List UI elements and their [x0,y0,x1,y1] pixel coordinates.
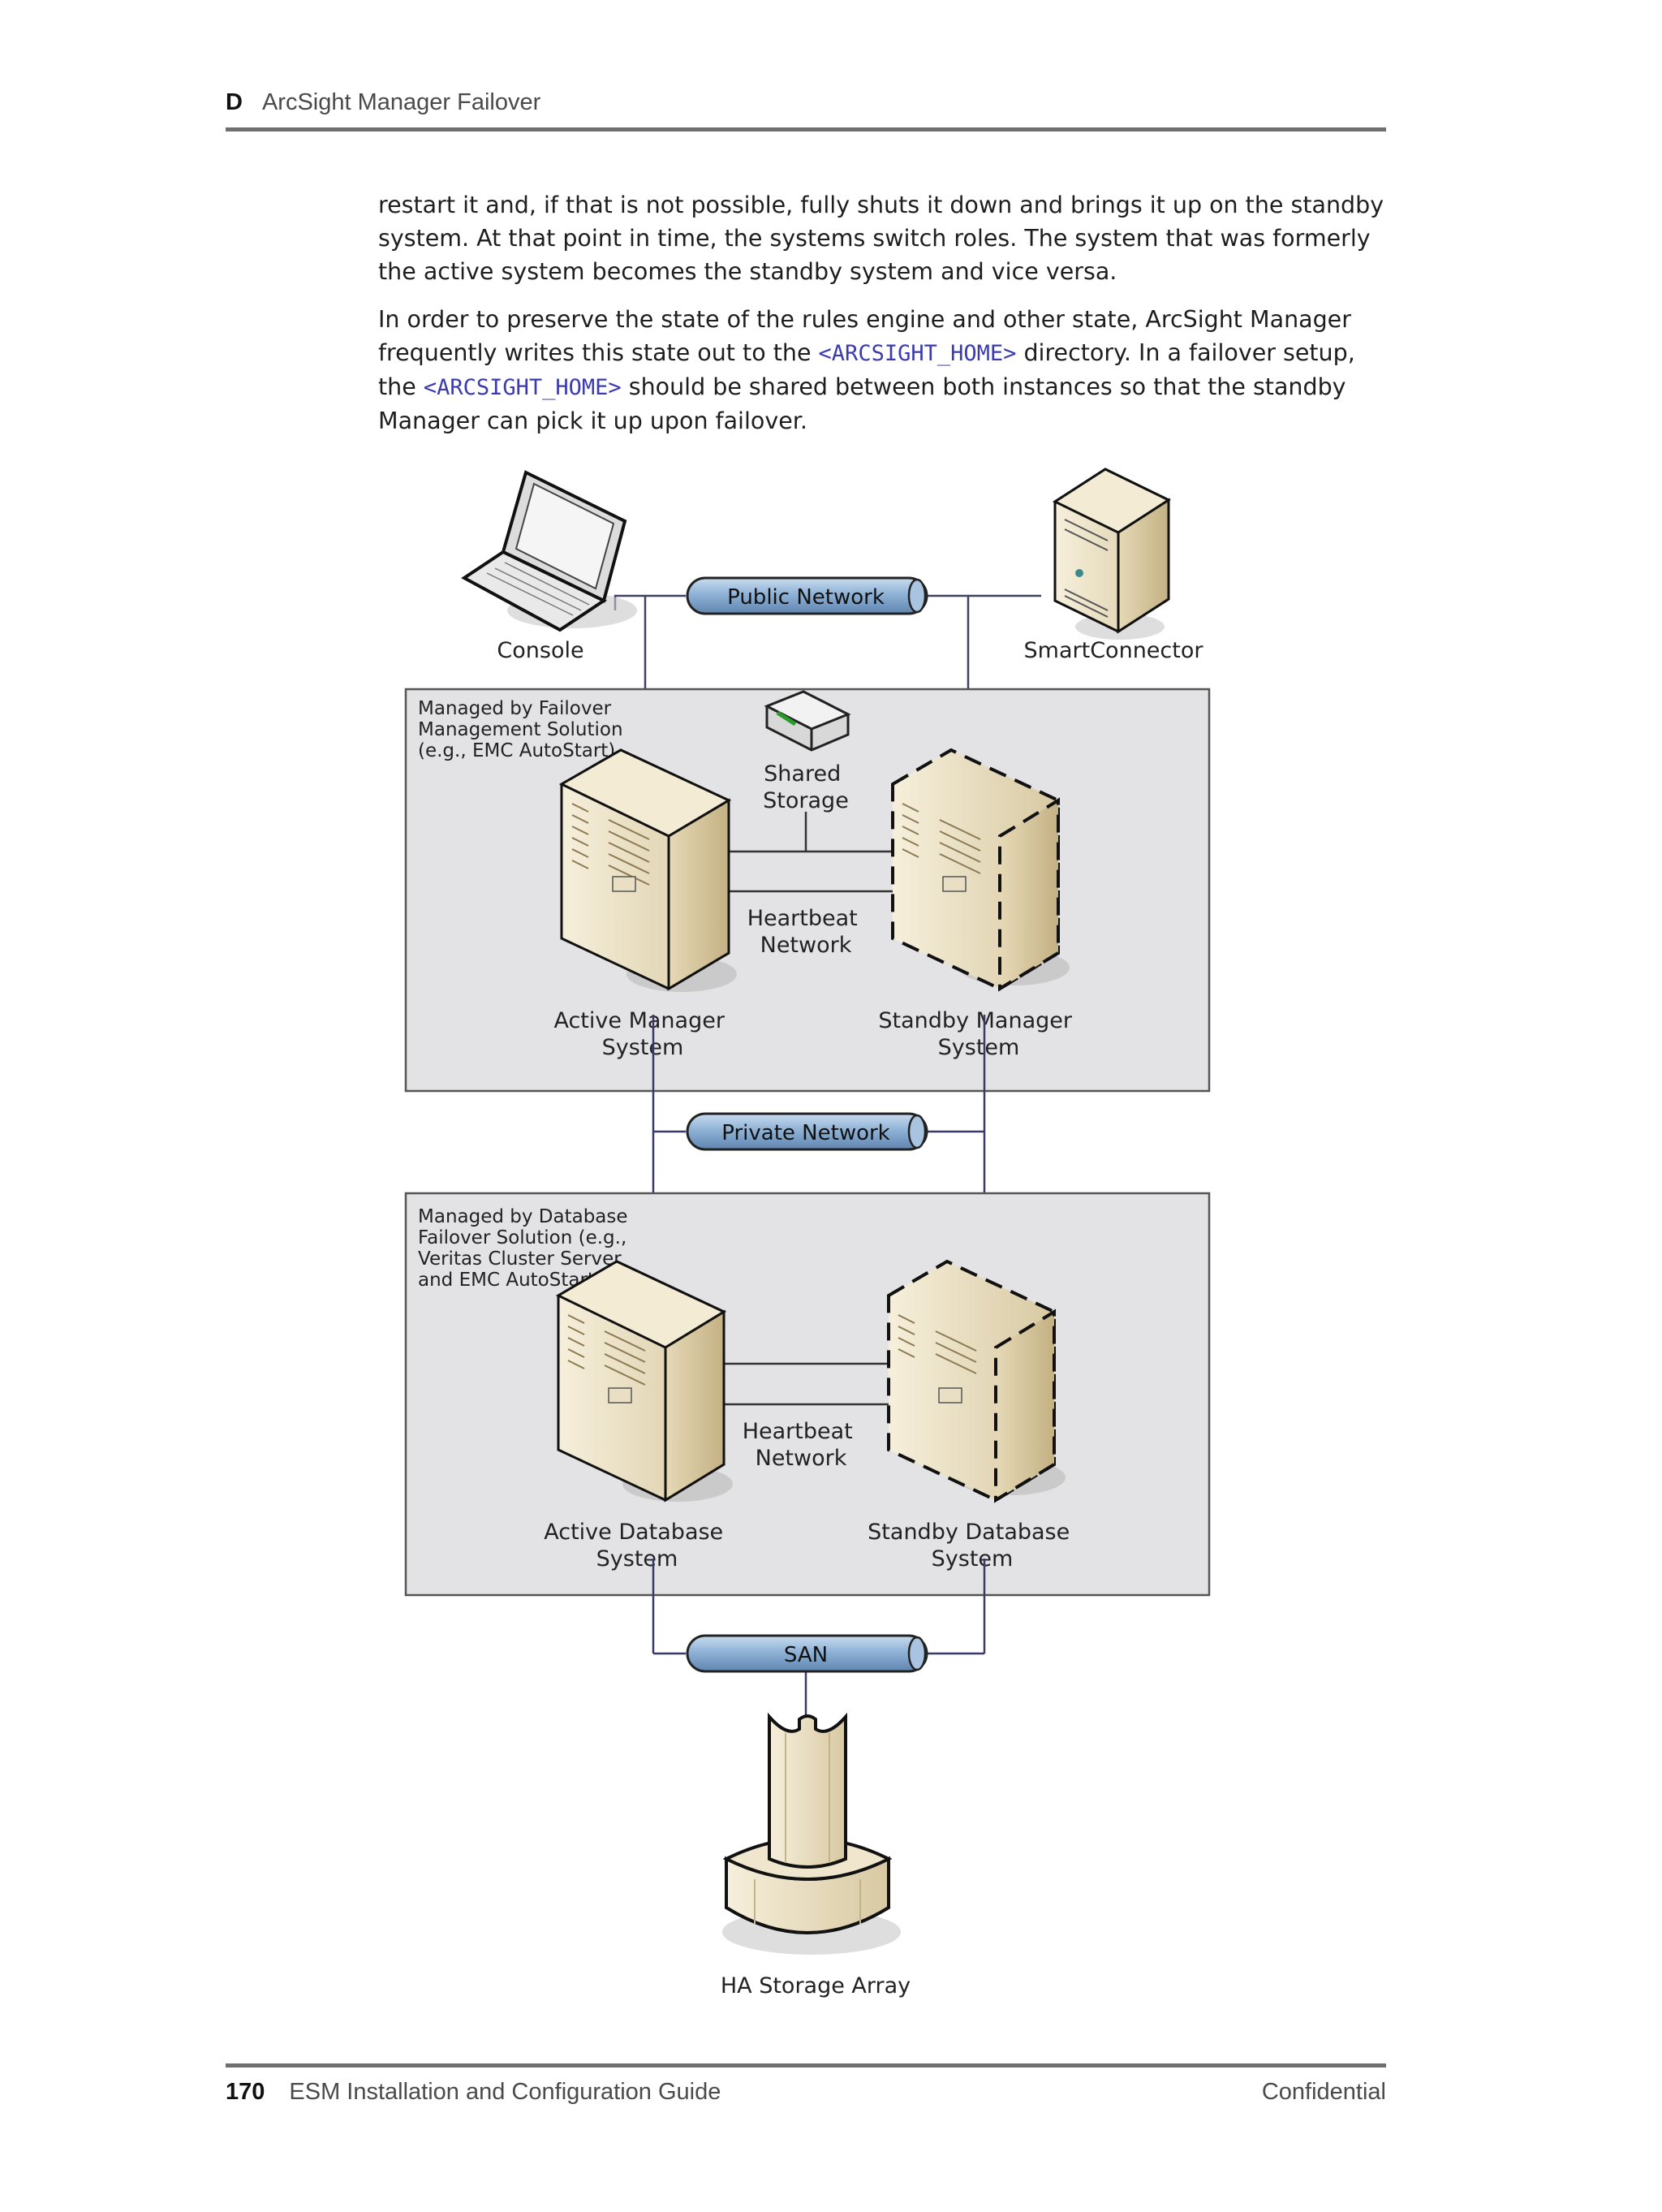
standby-database-label: Standby Database System [868,1520,1077,1572]
active-database-label: Active Database System [544,1520,730,1572]
arcsight-home-code-2: <ARCSIGHT_HOME> [423,375,622,400]
ha-storage-array-icon [722,1712,901,1955]
public-network-pipe [686,576,928,615]
shared-storage-label: Shared Storage [763,761,849,813]
arcsight-home-code-1: <ARCSIGHT_HOME> [818,341,1017,366]
public-network-label: Public Network [727,585,885,610]
console-laptop-icon [461,470,637,632]
heartbeat-label-2: Heartbeat Network [743,1419,860,1471]
failover-management-label: Managed by Failover Management Solution … [418,698,629,761]
standby-manager-label: Standby Manager System [878,1008,1079,1060]
page-number: 170 [226,2079,265,2105]
paragraph-2-part-a: In order to preserve the state of the ru… [378,306,1351,366]
active-database-server-icon [555,1260,733,1503]
page-header: D ArcSight Manager Failover [226,89,1386,132]
paragraph-2: In order to preserve the state of the ru… [378,303,1393,438]
confidential-label: Confidential [1261,2079,1386,2105]
chapter-title: ArcSight Manager Failover [261,89,541,115]
heartbeat-label-1: Heartbeat Network [747,906,865,958]
heartbeat-network-lines-1 [726,812,901,893]
smartconnector-server-icon [1052,468,1172,640]
ha-storage-array-label: HA Storage Array [721,1973,911,1999]
page-footer: 170 ESM Installation and Configuration Gu… [226,2063,1386,2106]
paragraph-2-part-b: directory. In a failover setup, the [378,339,1355,400]
private-network-pipe [686,1112,928,1151]
appendix-letter: D [226,89,243,115]
footer-left: 170 ESM Installation and Configuration Gu… [226,2079,721,2106]
guide-title: ESM Installation and Configuration Guide [289,2079,721,2105]
paragraph-2-part-c: should be shared between both instances … [378,373,1346,434]
active-manager-server-icon [558,748,737,992]
standby-manager-server-icon [891,748,1070,992]
body-text: restart it and, if that is not possible,… [378,188,1393,452]
failover-management-box [404,688,1211,1093]
active-manager-label: Active Manager System [553,1008,731,1060]
smartconnector-label: SmartConnector [1024,638,1204,663]
san-label: SAN [784,1643,828,1667]
shared-storage-icon [764,690,851,752]
standby-database-server-icon [887,1259,1066,1503]
private-network-label: Private Network [721,1121,889,1145]
san-pipe [686,1634,928,1673]
database-failover-box [404,1192,1211,1597]
console-label: Console [497,638,583,663]
heartbeat-network-lines-2 [722,1362,897,1406]
paragraph-1: restart it and, if that is not possible,… [378,192,1384,285]
